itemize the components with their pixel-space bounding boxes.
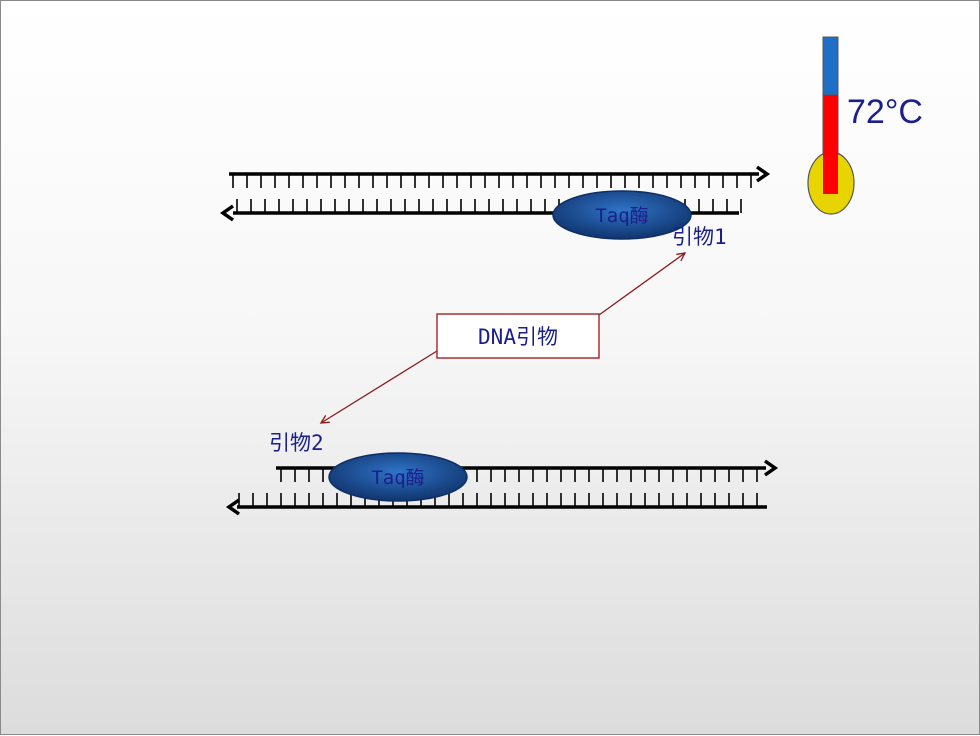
- top-new-arrowhead: [219, 204, 235, 222]
- top-template-arrowhead: [755, 165, 771, 183]
- temperature-label: 72°C: [847, 93, 923, 131]
- enzyme-shape: [328, 452, 468, 502]
- callout-label: DNA引物: [478, 325, 558, 349]
- callout-box: [436, 313, 600, 359]
- thermometer-tube-hot: [823, 95, 838, 194]
- primer2-label: 引物2: [269, 431, 324, 455]
- enzyme-shape: [552, 190, 692, 240]
- callout-arrow-primer1: [598, 253, 685, 316]
- bottom-new-arrowhead: [763, 459, 779, 477]
- enzyme-label: Taq酶: [595, 205, 648, 227]
- taq-enzyme-bottom: Taq酶: [328, 452, 468, 502]
- callout-arrow-primer2: [321, 350, 438, 423]
- dna-primer-callout: DNA引物: [436, 313, 600, 359]
- primer1-label: 引物1: [672, 225, 727, 249]
- enzyme-label: Taq酶: [371, 467, 424, 489]
- bottom-base-pairs: [238, 468, 758, 507]
- thermometer-tube-cool: [822, 36, 839, 96]
- thermometer-icon: [807, 36, 855, 215]
- taq-enzyme-top: Taq酶: [552, 190, 692, 240]
- bottom-dna-duplex: [225, 459, 779, 516]
- bottom-template-arrowhead: [225, 498, 241, 516]
